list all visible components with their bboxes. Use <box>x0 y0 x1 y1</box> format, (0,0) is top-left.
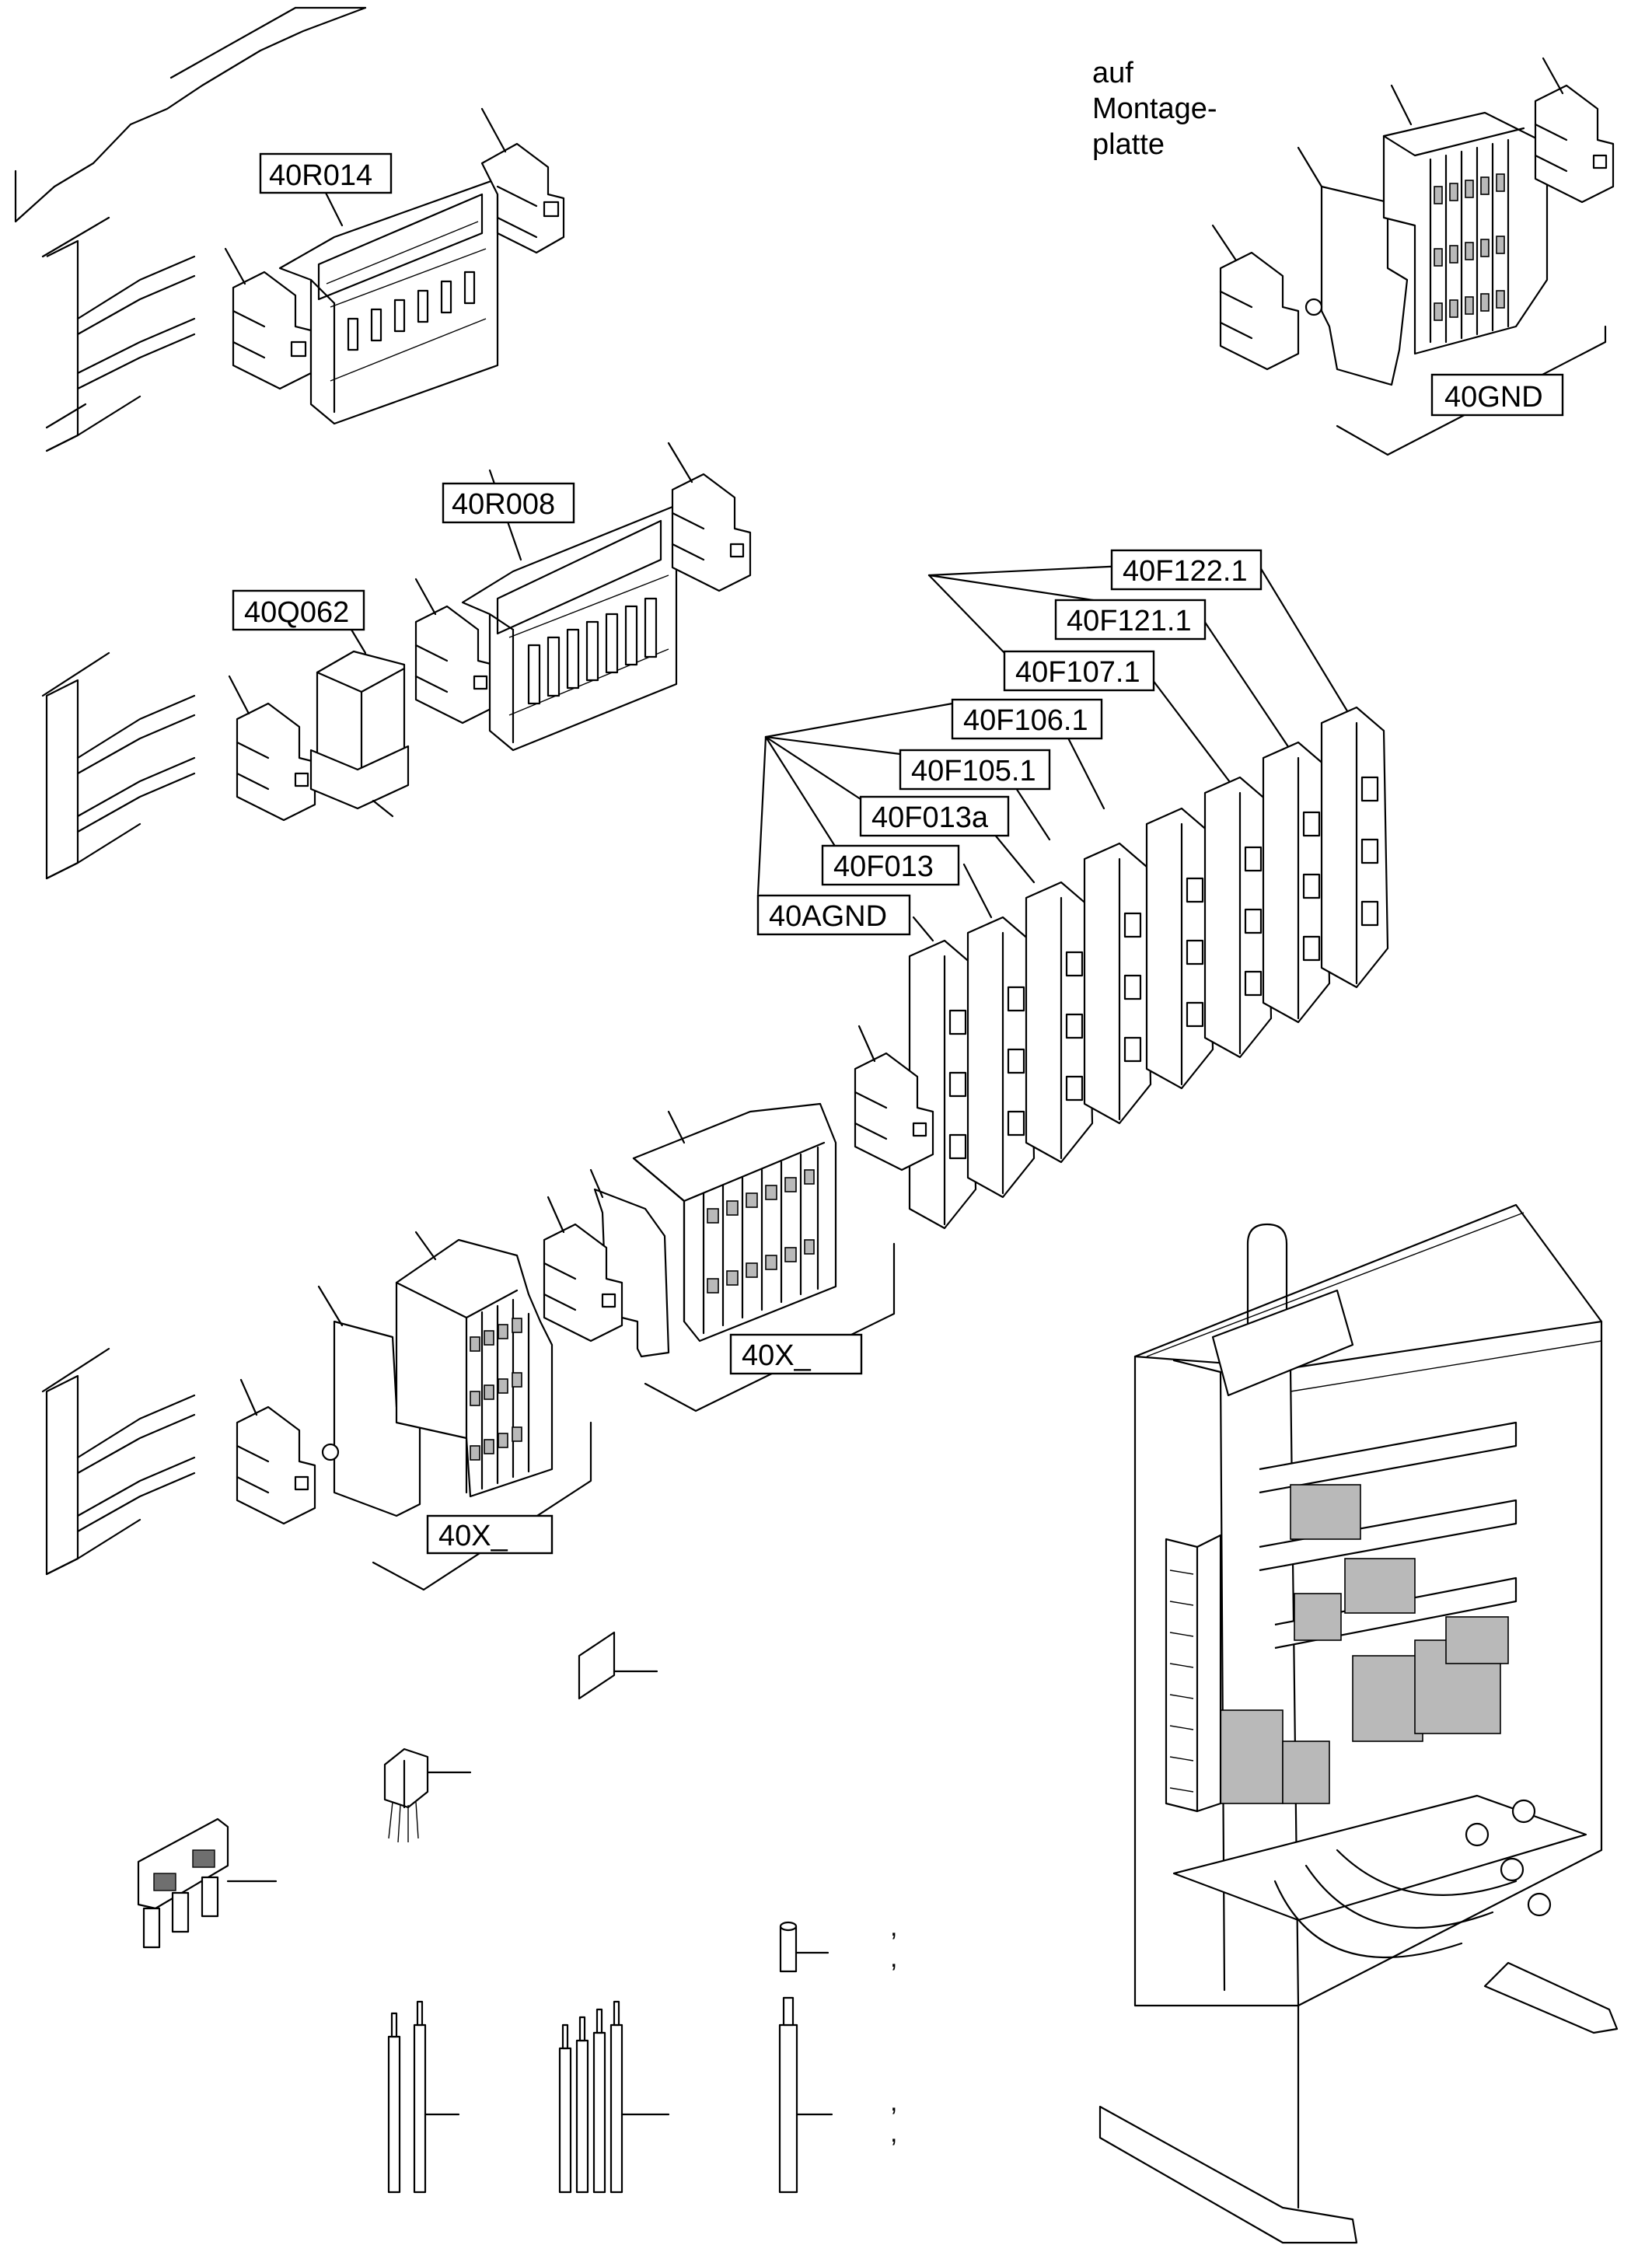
gnd-end-stop-left <box>1211 224 1300 371</box>
gnd-terminal-slices <box>1429 138 1510 344</box>
comma-marks: , , , , <box>890 1912 897 2148</box>
bottom-plate-and-glands <box>1172 1794 1587 1959</box>
label-40F106.1: 40F106.1 <box>951 698 1103 740</box>
wire-end-ferrule <box>779 1921 829 1973</box>
label-40F013-text: 40F013 <box>833 850 934 883</box>
label-40F013a-text: 40F013a <box>871 801 989 834</box>
x-upper-terminal-block <box>632 1102 837 1342</box>
label-40X-lower-text: 40X_ <box>438 1520 508 1552</box>
label-40F107.1: 40F107.1 <box>1003 650 1155 692</box>
fuse-terminal-row <box>908 706 1389 1230</box>
label-40R008: 40R008 <box>442 482 575 524</box>
single-ferrule-cable <box>778 1996 833 2194</box>
comma-4: , <box>890 2118 897 2148</box>
r008-component-row <box>527 597 658 705</box>
terminal-block-40R014 <box>278 162 499 425</box>
fuse-terminal-40F105.1 <box>1083 842 1152 1125</box>
label-40GND: 40GND <box>1336 325 1607 456</box>
x-lower-separator-plate <box>317 1285 421 1517</box>
fuse-terminal-40F106.1 <box>1145 807 1214 1090</box>
label-40Q062: 40Q062 <box>232 589 365 631</box>
din-rail-bottom <box>41 1347 196 1576</box>
comma-2: , <box>890 1943 897 1973</box>
comma-3: , <box>890 2087 897 2117</box>
r008-end-stop-left <box>414 578 495 724</box>
gnd-separator-plate <box>1297 146 1409 386</box>
fuse-terminal-40F013 <box>966 916 1036 1199</box>
label-40F013a: 40F013a <box>859 795 1010 837</box>
relay-40Q062 <box>309 613 410 818</box>
x-upper-end-stop-left <box>543 1196 623 1342</box>
q062-end-stop <box>228 675 316 822</box>
internal-terminal-blocks <box>1220 1484 1509 1804</box>
label-40F122.1-text: 40F122.1 <box>1123 555 1248 588</box>
label-40X-lower: 40X_ <box>372 1421 592 1591</box>
note-line-1: auf <box>1092 57 1133 89</box>
label-40X-upper-text: 40X_ <box>742 1339 812 1372</box>
din-rail-middle <box>41 651 196 880</box>
fuse-labels: 40F122.1 40F121.1 40F107.1 40F106.1 40F1… <box>756 549 1263 936</box>
din-rail-top <box>14 6 367 452</box>
label-40F013: 40F013 <box>821 844 960 886</box>
label-40F105.1-text: 40F105.1 <box>911 755 1036 787</box>
enclosure-feet <box>1098 1961 1619 2244</box>
fuse-insert <box>383 1747 472 1843</box>
label-40R008-text: 40R008 <box>452 488 555 521</box>
fuse-terminal-40AGND <box>908 939 977 1230</box>
label-40R014-text: 40R014 <box>269 159 372 192</box>
label-40GND-text: 40GND <box>1444 381 1543 414</box>
cable-duct <box>1165 1534 1222 1813</box>
fuse-terminal-40F013a <box>1025 881 1094 1164</box>
label-40Q062-text: 40Q062 <box>244 596 349 629</box>
label-40AGND-text: 40AGND <box>769 900 887 933</box>
label-40F121.1-text: 40F121.1 <box>1067 605 1192 637</box>
fuse-terminal-40F122.1 <box>1320 706 1389 989</box>
label-40F121.1: 40F121.1 <box>1054 599 1207 641</box>
gnd-terminal-block <box>1382 84 1549 355</box>
x-lower-slices <box>470 1298 530 1490</box>
label-40F122.1: 40F122.1 <box>1110 549 1263 591</box>
label-40F107.1-text: 40F107.1 <box>1015 656 1140 689</box>
twin-ferrule-cable <box>387 2000 460 2194</box>
x-lower-terminal-block <box>395 1231 554 1498</box>
terminal-block-40R008 <box>461 469 678 752</box>
end-stop-right-top <box>480 107 565 254</box>
label-40R014: 40R014 <box>259 152 393 194</box>
quad-ferrule-cable <box>558 2000 670 2194</box>
label-40X-upper: 40X_ <box>644 1242 896 1412</box>
mounting-plate-note: auf Montage- platte <box>1092 57 1217 161</box>
label-40F106.1-text: 40F106.1 <box>963 704 1088 737</box>
cross-connector-bridge <box>137 1817 278 1949</box>
fuse-terminal-40F107.1 <box>1203 776 1273 1059</box>
note-line-3: platte <box>1092 128 1165 161</box>
note-line-2: Montage- <box>1092 93 1217 125</box>
x-upper-end-stop-right <box>854 1025 934 1171</box>
label-40F105.1: 40F105.1 <box>899 749 1051 791</box>
marker-tag <box>578 1631 658 1700</box>
comma-1: , <box>890 1912 897 1942</box>
gnd-end-stop-right <box>1534 57 1615 204</box>
enclosure-assembly <box>1098 1203 1619 2244</box>
x-upper-slices <box>702 1146 819 1335</box>
r014-resistor-row <box>347 271 476 351</box>
r008-end-stop-right <box>667 442 752 592</box>
enclosure-handle <box>1246 1223 1288 1327</box>
fuse-terminal-40F121.1 <box>1262 741 1331 1024</box>
label-40AGND: 40AGND <box>756 894 911 936</box>
x-lower-end-stop-left <box>236 1378 316 1525</box>
